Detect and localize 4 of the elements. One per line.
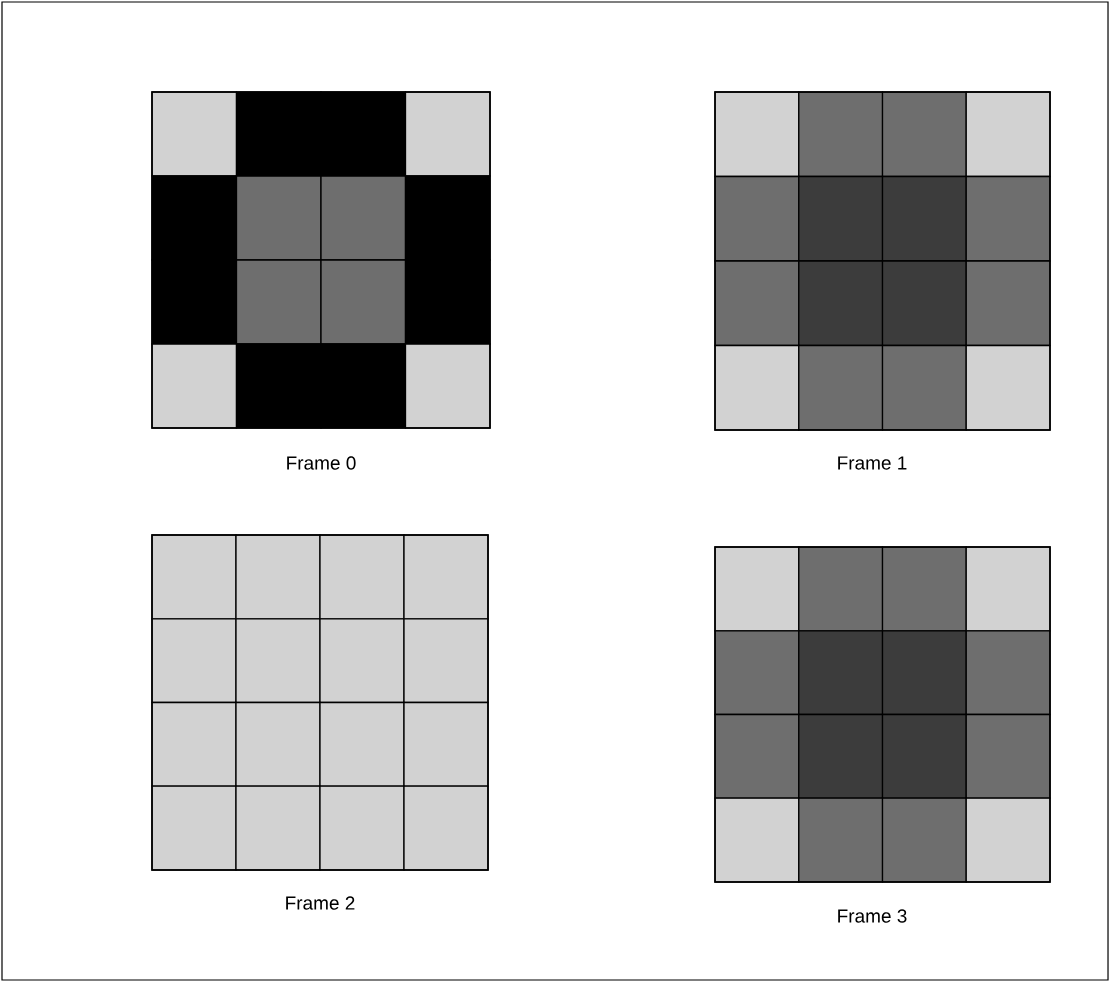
frame-caption: Frame 3 <box>838 909 907 923</box>
frame-caption: Frame 2 <box>286 896 355 910</box>
frame-caption: Frame 0 <box>287 456 356 470</box>
frame-caption: Frame 1 <box>838 456 907 470</box>
